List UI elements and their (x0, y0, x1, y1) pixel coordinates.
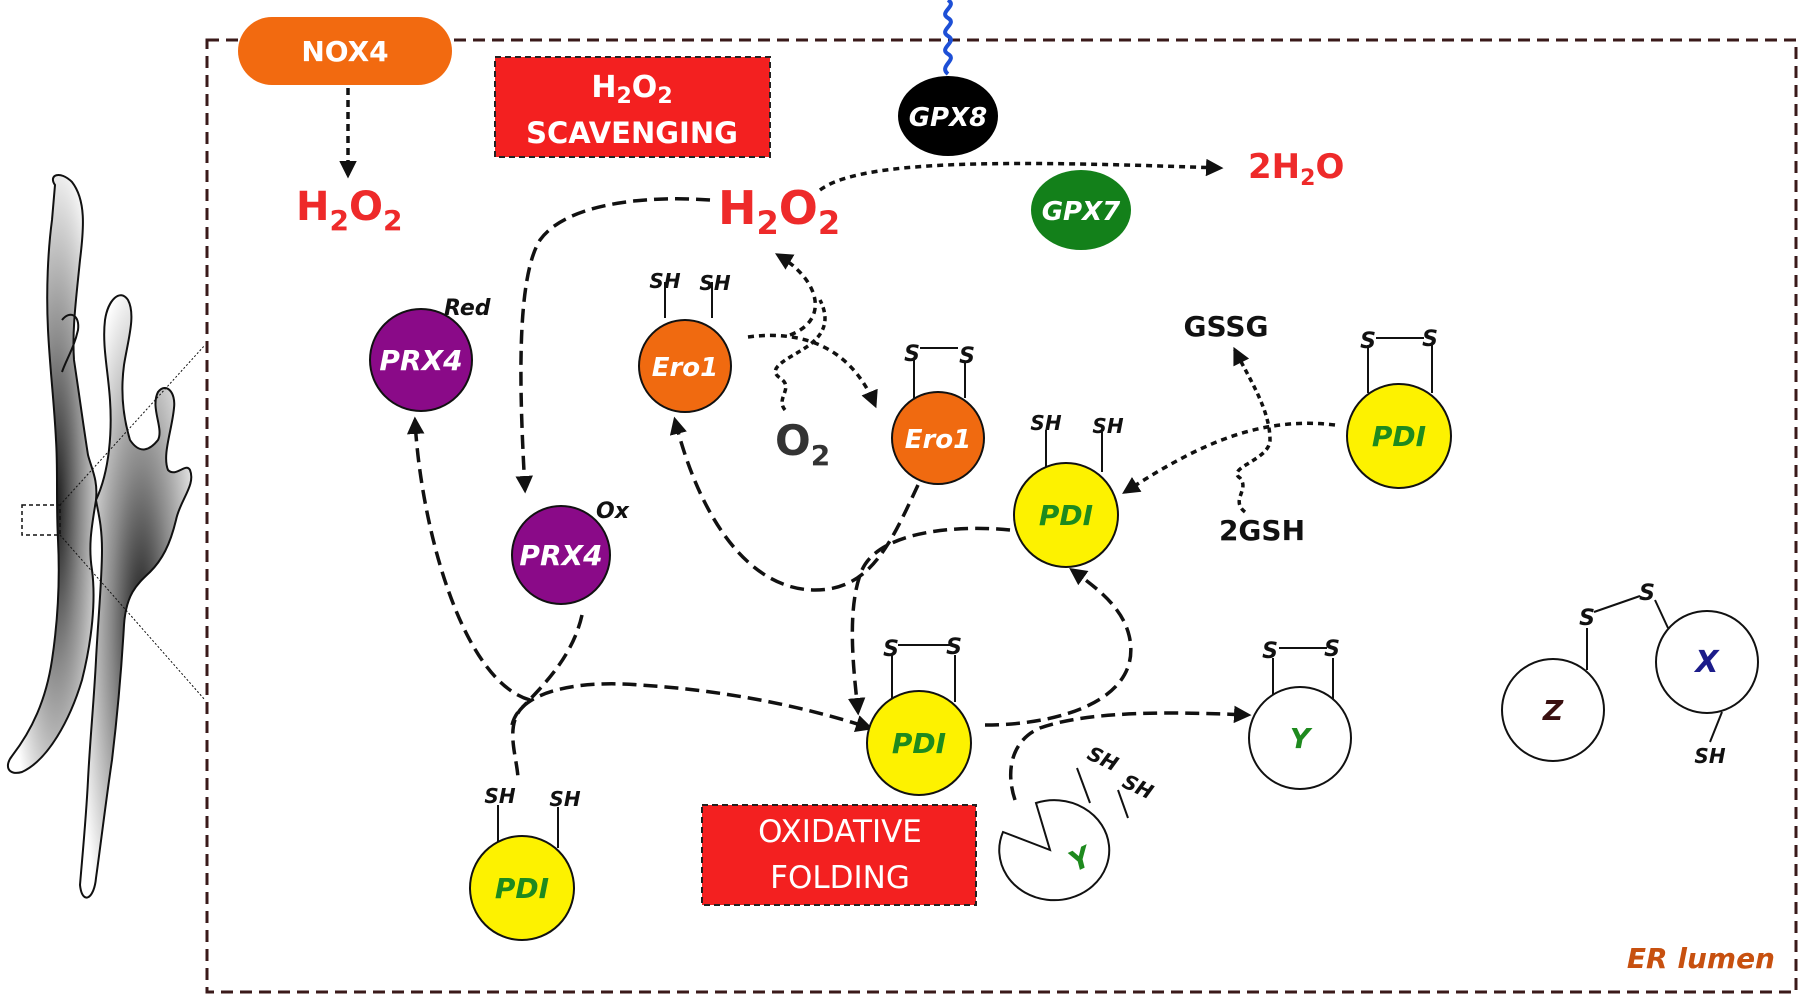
y-folded-node (1248, 686, 1352, 790)
arrow-pdi-mid-center (847, 526, 1011, 716)
gssg-label: GSSG (1183, 310, 1268, 343)
zx-s-bond (1593, 595, 1641, 613)
arrow-unfolded-folded (1008, 705, 1252, 801)
arrow-h2o2-water (818, 158, 1224, 192)
h2o2-scavenging-box (494, 56, 771, 158)
o2: O2 (775, 416, 830, 472)
pdi-bottom-sh-1: SH (484, 784, 515, 808)
h2o2-left: H2O2 (296, 184, 402, 237)
y-unfolded-sh-line-1 (1076, 767, 1091, 804)
y-unfolded-sh-2: SH (1119, 769, 1158, 804)
pdi-center-s-1: S (883, 637, 899, 662)
gpx7-label: GPX7 (1042, 197, 1121, 227)
y-folded-label: Y (1290, 722, 1313, 755)
gpx8-label: GPX8 (909, 103, 988, 133)
y-folded-s-2: S (1324, 637, 1340, 662)
gpx8-helix (943, 0, 953, 76)
x-sh: SH (1694, 744, 1725, 768)
prx4-ox-node (511, 505, 611, 605)
x-s-line (1654, 599, 1669, 629)
x-node (1655, 610, 1759, 714)
arrow-prx4ox-pdi-bottom (511, 614, 584, 781)
z-label: Z (1542, 694, 1564, 727)
y-unfolded-node (998, 799, 1111, 902)
gsh-label: 2GSH (1219, 514, 1305, 547)
arrow-pdi-center-mid (984, 567, 1133, 727)
x-s: S (1639, 581, 1655, 606)
x-label: X (1693, 645, 1720, 680)
y-folded-s-1: S (1262, 639, 1278, 664)
arrow-gsh-gssg (1233, 346, 1272, 514)
water: 2H2O (1248, 147, 1344, 191)
pdi-bottom-sh-2: SH (549, 787, 580, 811)
zoom-box (21, 504, 61, 536)
y-unfolded-sh-line-2 (1117, 789, 1129, 819)
prx4-ox-label: PRX4 (519, 539, 602, 572)
ero1-red-node (638, 319, 732, 413)
pdi-right-s-1: S (1360, 329, 1376, 354)
oxidative-folding-line1: OXIDATIVE (758, 814, 922, 850)
y-unfolded-sh-1: SH (1084, 741, 1123, 776)
ero1-red-sh-1: SH (649, 269, 680, 293)
ero1-ox-label: Ero1 (905, 425, 972, 455)
arrow-ero1ox-ero1red (669, 416, 920, 592)
er-lumen-border (205, 38, 1798, 994)
scavenging-title-line1: H2O2 (591, 70, 672, 109)
ero1-red-sh-2: SH (699, 271, 730, 295)
arrow-pdi-right-mid (1122, 421, 1336, 494)
er-cell-silhouette (6, 174, 206, 899)
pdi-bottom-node (469, 835, 575, 941)
gpx8-node (898, 76, 998, 156)
gpx7-node (1031, 170, 1131, 250)
prx4-red-node (369, 308, 473, 412)
pdi-right-node (1346, 383, 1452, 489)
arrow-ero1red-ero1ox (747, 333, 878, 409)
pdi-center-s-2: S (946, 635, 962, 660)
x-sh-line (1709, 711, 1723, 743)
z-node (1501, 658, 1605, 762)
z-s: S (1579, 606, 1595, 631)
pdi-mid-label: PDI (1039, 499, 1093, 532)
oxidative-folding-line2: FOLDING (770, 860, 910, 896)
ero1-red-label: Ero1 (652, 353, 719, 383)
pdi-right-label: PDI (1372, 420, 1426, 453)
prx4-red-state: Red (444, 296, 491, 321)
pdi-center-node (866, 690, 972, 796)
h2o2-center: H2O2 (718, 181, 840, 242)
er-lumen-label: ER lumen (1627, 942, 1775, 975)
pdi-mid-node (1013, 462, 1119, 568)
ero1-ox-s-1: S (904, 342, 920, 367)
zoom-line-bottom (59, 534, 206, 701)
arrows (339, 88, 1336, 801)
pdi-bottom-label: PDI (495, 872, 549, 905)
nox4-label: NOX4 (301, 35, 388, 68)
pdi-center-label: PDI (892, 727, 946, 760)
ero1-ox-node (891, 391, 985, 485)
oxidative-folding-box (701, 804, 977, 906)
arrow-h2o2-prx4ox (515, 197, 711, 494)
arrow-pdi-bottom-center (510, 682, 874, 732)
pdi-mid-sh-1: SH (1030, 411, 1061, 435)
ero1-ox-s-2: S (959, 344, 975, 369)
arrow-ero1-h2o2 (774, 253, 818, 337)
arrow-prx4ox-prx4red (406, 416, 531, 702)
scavenging-title-line2: SCAVENGING (526, 116, 738, 150)
pdi-right-s-2: S (1422, 327, 1438, 352)
nox4-node (238, 17, 452, 85)
arrow-o2-squiggle (773, 299, 827, 412)
pdi-mid-sh-2: SH (1092, 414, 1123, 438)
prx4-ox-state: Ox (596, 499, 630, 524)
prx4-red-label: PRX4 (379, 344, 462, 377)
